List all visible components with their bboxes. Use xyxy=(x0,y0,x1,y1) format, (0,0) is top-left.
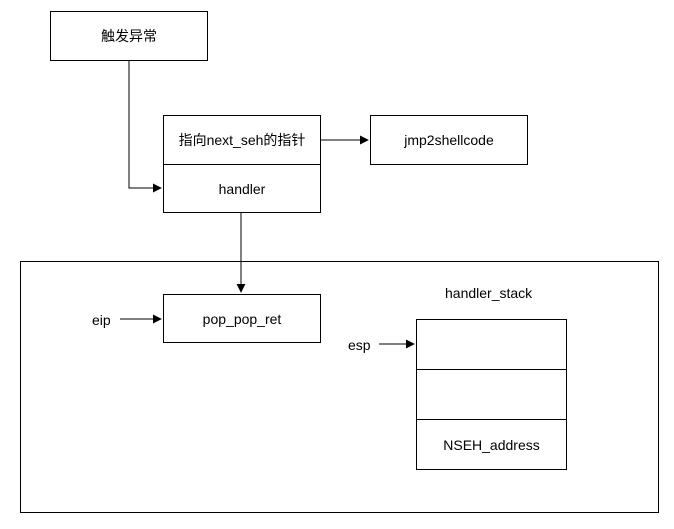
pop-pop-ret-box: pop_pop_ret xyxy=(163,294,321,343)
memory-region-frame xyxy=(20,261,659,513)
seh-handler-cell: handler xyxy=(163,164,321,213)
stack-slot-middle xyxy=(416,369,567,420)
trigger-exception-box: 触发异常 xyxy=(50,11,208,61)
arrow-exception-to-handler xyxy=(128,61,162,193)
seh-next-pointer-cell: 指向next_seh的指针 xyxy=(163,115,321,165)
stack-slot-nseh-address: NSEH_address xyxy=(416,419,567,470)
eip-label: eip xyxy=(92,312,111,328)
jmp2shellcode-box: jmp2shellcode xyxy=(370,115,528,165)
esp-label: esp xyxy=(348,337,371,353)
stack-slot-top xyxy=(416,319,567,370)
handler-stack-label: handler_stack xyxy=(445,285,533,301)
